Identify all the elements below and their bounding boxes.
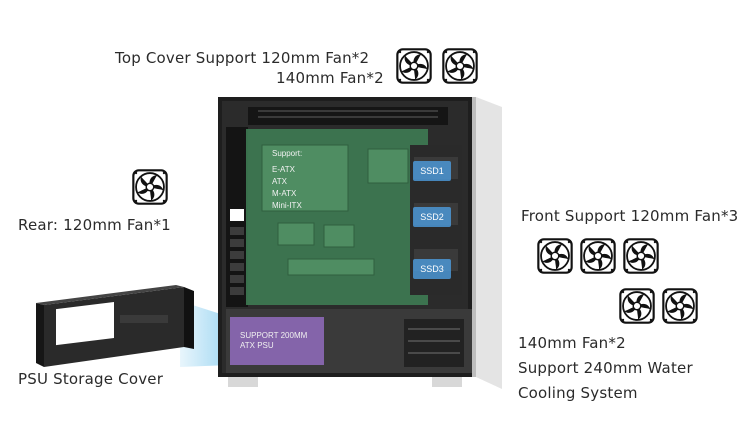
fan-icon xyxy=(580,238,616,274)
water-cooling-label-1: Support 240mm Water xyxy=(518,359,693,377)
psu-support-line-2: ATX PSU xyxy=(240,341,274,350)
psu-support-text: SUPPORT 200MM ATX PSU xyxy=(240,331,324,351)
ssd-slot-2: SSD2 xyxy=(413,207,451,227)
form-factor-matx: M-ATX xyxy=(272,189,297,198)
top-fan-label: Top Cover Support 120mm Fan*2 xyxy=(115,49,370,67)
ssd-slot-3: SSD3 xyxy=(413,259,451,279)
top-fan-140-label: 140mm Fan*2 xyxy=(276,69,384,87)
fan-icon xyxy=(537,238,573,274)
psu-storage-cover xyxy=(24,285,240,375)
form-factor-mini-itx: Mini-ITX xyxy=(272,201,302,210)
psu-support-zone xyxy=(230,317,324,365)
form-factor-eatx: E-ATX xyxy=(272,165,295,174)
front-fan-140-label: 140mm Fan*2 xyxy=(518,334,626,352)
fan-icon xyxy=(442,48,478,84)
ssd-slot-1: SSD1 xyxy=(413,161,451,181)
fan-icon xyxy=(662,288,698,324)
rear-fan-label: Rear: 120mm Fan*1 xyxy=(18,216,171,234)
psu-support-line-1: SUPPORT 200MM xyxy=(240,331,308,340)
psu-cover-label: PSU Storage Cover xyxy=(18,370,164,388)
fan-icon xyxy=(623,238,659,274)
support-title: Support: xyxy=(272,149,303,158)
front-fan-label: Front Support 120mm Fan*3 xyxy=(521,207,739,225)
fan-icon xyxy=(619,288,655,324)
water-cooling-label-2: Cooling System xyxy=(518,384,638,402)
fan-icon xyxy=(132,169,168,205)
fan-icon xyxy=(396,48,432,84)
form-factor-atx: ATX xyxy=(272,177,287,186)
